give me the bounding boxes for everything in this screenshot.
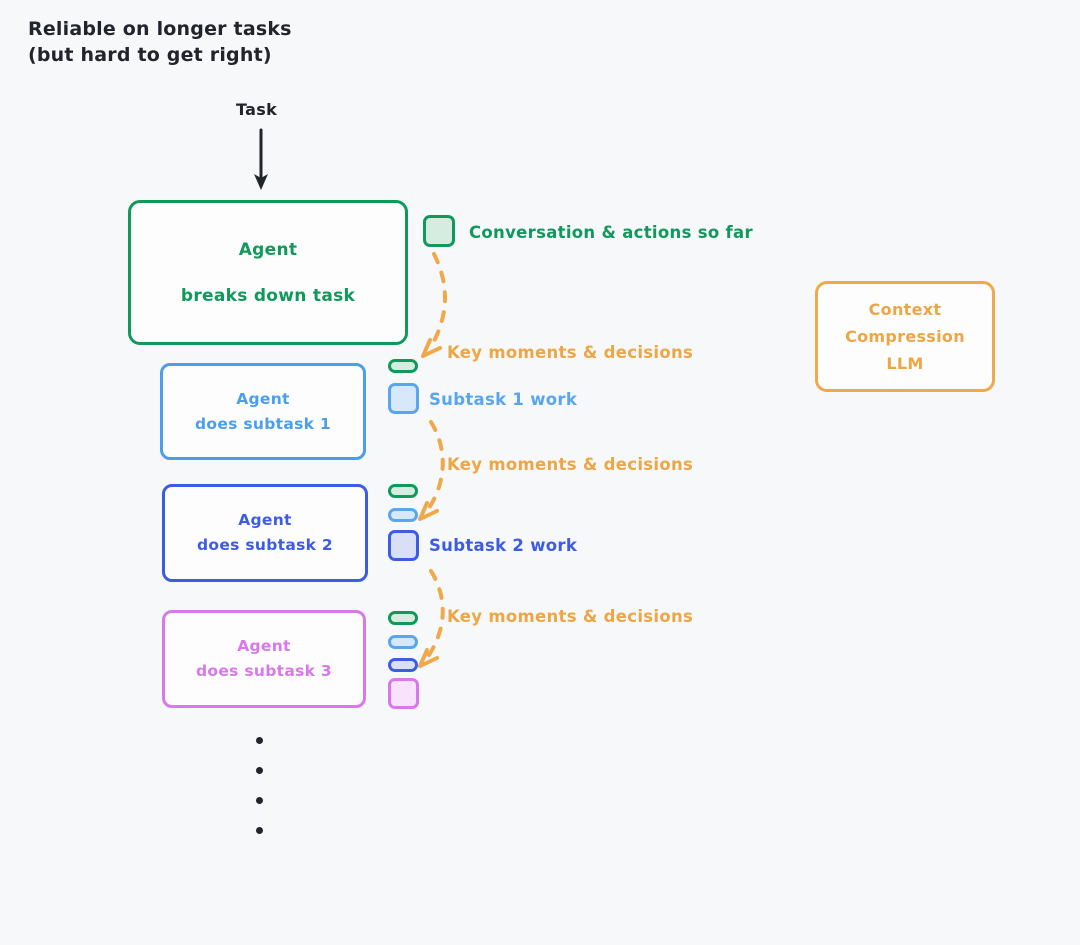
agent-does-subtask-1-box[interactable]: Agent does subtask 1 (160, 363, 366, 460)
ccllm-line-1: Context (868, 300, 942, 319)
ellipsis-dot (256, 737, 263, 744)
green-context-square-icon (423, 215, 455, 247)
dashed-curved-arrow-icon (418, 250, 488, 365)
key-moments-label-2: Key moments & decisions (447, 455, 694, 474)
box-main-line-2: breaks down task (180, 285, 356, 306)
box-sub1-line-2: does subtask 1 (194, 414, 332, 433)
conversation-so-far-label: Conversation & actions so far (469, 223, 753, 242)
box-sub2-line-1: Agent (238, 511, 292, 529)
blue-compressed-pill-icon (388, 508, 418, 522)
ellipsis-dots (256, 737, 263, 834)
diagram-heading: Reliable on longer tasks (but hard to ge… (28, 16, 292, 68)
box-sub3-line-2: does subtask 3 (195, 662, 333, 680)
task-label: Task (236, 100, 278, 119)
heading-line-2: (but hard to get right) (28, 44, 272, 66)
dashed-curved-arrow-icon (415, 418, 485, 526)
ellipsis-dot (256, 767, 263, 774)
down-arrow-icon (244, 128, 280, 194)
ellipsis-dot (256, 797, 263, 804)
agent-breaks-down-task-box[interactable]: Agent breaks down task (128, 200, 408, 345)
green-compressed-pill-icon (388, 611, 418, 625)
box-main-line-1: Agent (238, 239, 298, 260)
indigo-context-square-icon (388, 530, 419, 561)
green-compressed-pill-icon (388, 359, 418, 373)
subtask-1-work-label: Subtask 1 work (429, 390, 578, 409)
ellipsis-dot (256, 827, 263, 834)
pink-context-square-icon (388, 678, 419, 709)
blue-compressed-pill-icon (388, 635, 418, 649)
dashed-curved-arrow-icon (415, 567, 485, 672)
box-sub1-line-1: Agent (236, 389, 290, 408)
green-compressed-pill-icon (388, 484, 418, 498)
context-compression-llm-box[interactable]: Context Compression LLM (815, 281, 995, 392)
key-moments-label-3: Key moments & decisions (447, 607, 694, 626)
indigo-compressed-pill-icon (388, 658, 418, 672)
subtask-2-work-label: Subtask 2 work (429, 536, 578, 555)
blue-context-square-icon (388, 383, 419, 414)
ccllm-line-3: LLM (886, 354, 924, 373)
box-sub3-line-1: Agent (237, 637, 291, 655)
key-moments-label-1: Key moments & decisions (447, 343, 694, 362)
agent-does-subtask-2-box[interactable]: Agent does subtask 2 (162, 484, 368, 582)
box-sub2-line-2: does subtask 2 (196, 536, 334, 554)
agent-does-subtask-3-box[interactable]: Agent does subtask 3 (162, 610, 366, 708)
heading-line-1: Reliable on longer tasks (28, 18, 292, 40)
ccllm-line-2: Compression (845, 327, 965, 346)
